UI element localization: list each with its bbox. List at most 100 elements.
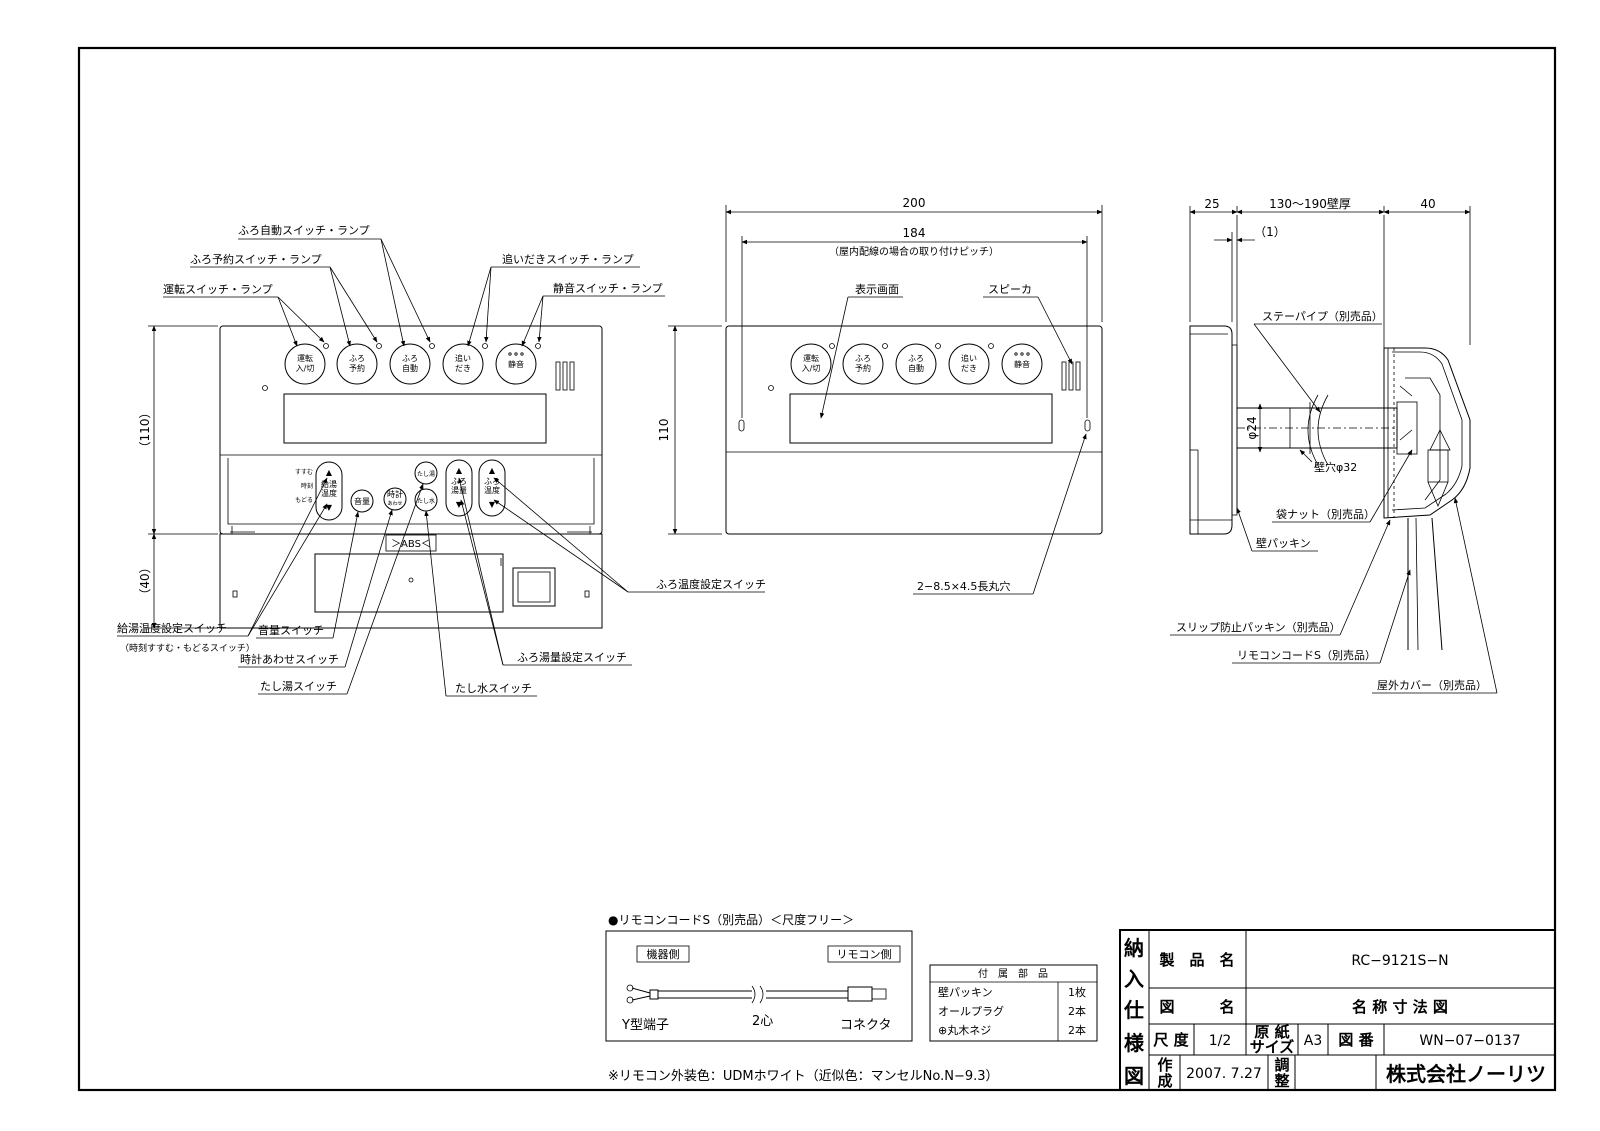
- svg-text:▲: ▲: [489, 466, 496, 475]
- label-cord: リモコンコードS（別売品）: [1237, 649, 1376, 662]
- tb-paper-label-2: サイズ: [1250, 1038, 1295, 1056]
- cord-mid-label: 2心: [752, 1014, 773, 1029]
- svg-text:ふろ: ふろ: [855, 354, 871, 363]
- svg-text:湯量: 湯量: [451, 485, 467, 495]
- dim-110-mid: 110: [657, 419, 671, 442]
- tb-drawing-label: 図 名: [1159, 998, 1234, 1016]
- svg-text:ふろ: ふろ: [349, 354, 365, 363]
- front-oidaki-button[interactable]: 追い だき: [442, 343, 484, 385]
- front-unten-button[interactable]: 運転 入/切: [284, 343, 326, 385]
- tb-number-value: WN−07−0137: [1419, 1033, 1520, 1049]
- svg-text:ふろ: ふろ: [484, 477, 500, 486]
- label-jidou-lamp: ふろ自動スイッチ・ランプ: [238, 223, 370, 237]
- mid-jidou-button: ふろ 自動: [895, 343, 937, 385]
- svg-text:あわせ: あわせ: [387, 500, 402, 507]
- svg-text:時計: 時計: [387, 489, 403, 499]
- mid-hole-left: [738, 419, 745, 432]
- front-tashimizu-button[interactable]: たし水: [414, 488, 438, 512]
- label-nut: 袋ナット（別売品）: [1276, 507, 1375, 521]
- parts-row-2-qty: 2本: [1068, 1004, 1086, 1018]
- mid-hole-right: [1084, 419, 1091, 432]
- svg-text:▲: ▲: [326, 468, 333, 477]
- front-yoyaku-button[interactable]: ふろ 予約: [336, 343, 378, 385]
- mid-unten-button: 運転 入/切: [790, 343, 832, 385]
- label-tashiyu: たし湯スイッチ: [260, 680, 337, 693]
- front-kyuto-ondo-switch[interactable]: ▲ 給湯 温度 ▼: [315, 461, 343, 521]
- drawing-frame: [77, 46, 1557, 1092]
- front-tashiyu-button[interactable]: たし湯: [414, 461, 438, 485]
- tb-scale-value: 1/2: [1209, 1033, 1232, 1049]
- label-kabeana: 壁穴φ32: [1314, 460, 1357, 474]
- label-speaker: スピーカ: [988, 283, 1032, 296]
- front-display-screen: [283, 393, 547, 444]
- tb-made-label-2: 成: [1157, 1072, 1172, 1090]
- tb-product-value: RC−9121S−N: [1351, 953, 1448, 969]
- tb-adjust-label-2: 整: [1274, 1072, 1289, 1090]
- label-kyuto-ondo-sub: （時刻すすむ・もどるスイッチ）: [120, 642, 255, 654]
- tb-made-value: 2007. 7.27: [1186, 1066, 1262, 1082]
- front-tokei-button[interactable]: 時計 あわせ: [383, 487, 407, 511]
- svg-text:たし水: たし水: [417, 497, 435, 505]
- dim-184-note: （屋内配線の場合の取り付けピッチ）: [829, 245, 999, 258]
- tb-adjust-label-1: 調: [1274, 1056, 1289, 1074]
- jidou-lamp: [429, 343, 435, 349]
- parts-table: 付 属 部 品 壁パッキン 1枚 オールプラグ 2本 ⊕丸木ネジ 2本: [929, 964, 1098, 1042]
- svg-text:温度: 温度: [484, 485, 500, 495]
- mid-display-screen: [789, 393, 1053, 444]
- svg-text:▼: ▼: [456, 500, 463, 509]
- label-kyuto-ondo: 給湯温度設定スイッチ: [117, 621, 227, 635]
- cord-left-tag: 機器側: [647, 947, 680, 961]
- svg-text:▲: ▲: [456, 466, 463, 475]
- label-oidaki-lamp: 追いだきスイッチ・ランプ: [502, 252, 634, 266]
- svg-text:だき: だき: [455, 364, 471, 373]
- front-furo-ondo-switch[interactable]: ▲ ふろ 温度 ▼: [478, 459, 506, 517]
- svg-text:ふろ: ふろ: [402, 354, 418, 363]
- front-lower-housing: [219, 533, 603, 629]
- tb-side-1: 納: [1124, 936, 1144, 960]
- front-onryo-button[interactable]: 音量: [350, 489, 374, 513]
- label-onryo: 音量スイッチ: [258, 623, 324, 637]
- svg-text:入/切: 入/切: [296, 364, 315, 373]
- dim-40-side: 40: [1420, 197, 1435, 211]
- cord-left-label: Y型端子: [621, 1018, 669, 1033]
- side-outdoor-cover: [1383, 347, 1471, 519]
- side-view: 25 130〜190壁厚 40 （1） φ24 ステーパイプ（別売品） 壁穴φ3…: [1170, 196, 1498, 694]
- svg-text:予約: 予約: [349, 363, 365, 373]
- front-view: 運転 入/切 ふろ 予約 ふろ 自動 追い だき 静音: [117, 223, 766, 697]
- dim-wall: 130〜190壁厚: [1269, 196, 1351, 211]
- svg-text:自動: 自動: [908, 363, 924, 373]
- svg-text:自動: 自動: [402, 363, 418, 373]
- svg-text:追い: 追い: [455, 353, 471, 363]
- svg-text:たし湯: たし湯: [417, 470, 435, 478]
- side-remote-body: [1189, 325, 1233, 535]
- tb-drawing-value: 名 称 寸 法 図: [1352, 998, 1448, 1016]
- mid-seion-button: 静音: [1001, 343, 1043, 385]
- label-hyouji: 表示画面: [855, 282, 899, 296]
- dim-184: 184: [903, 226, 926, 240]
- front-seion-button[interactable]: 静音: [495, 343, 537, 385]
- svg-text:運転: 運転: [297, 354, 313, 363]
- label-slip: スリップ防止パッキン（別売品）: [1176, 620, 1341, 634]
- front-jidou-button[interactable]: ふろ 自動: [389, 343, 431, 385]
- svg-text:ふろ: ふろ: [908, 354, 924, 363]
- tb-company: 株式会社ノーリツ: [1386, 1062, 1546, 1086]
- svg-text:▼: ▼: [326, 503, 333, 512]
- dim-200: 200: [903, 196, 926, 210]
- svg-text:静音: 静音: [1014, 359, 1030, 369]
- parts-row-1-qty: 1枚: [1068, 985, 1086, 999]
- mid-outline: [725, 325, 1103, 535]
- svg-text:運転: 運転: [803, 354, 819, 363]
- seion-lamp: [535, 343, 541, 349]
- mid-oidaki-button: 追い だき: [948, 343, 990, 385]
- dim-25: 25: [1204, 197, 1219, 211]
- label-pipe: ステーパイプ（別売品）: [1262, 310, 1383, 323]
- color-note: ※リモコン外装色：UDMホワイト（近似色：マンセルNo.N−9.3）: [608, 1068, 999, 1084]
- unten-lamp: [323, 343, 329, 349]
- front-yuryo-switch[interactable]: ▲ ふろ 湯量 ▼: [445, 459, 473, 517]
- svg-text:時刻: 時刻: [301, 482, 313, 490]
- svg-text:すすむ: すすむ: [295, 469, 313, 476]
- svg-text:音量: 音量: [354, 496, 370, 506]
- svg-text:▼: ▼: [489, 500, 496, 509]
- tb-made-label-1: 作: [1157, 1056, 1172, 1074]
